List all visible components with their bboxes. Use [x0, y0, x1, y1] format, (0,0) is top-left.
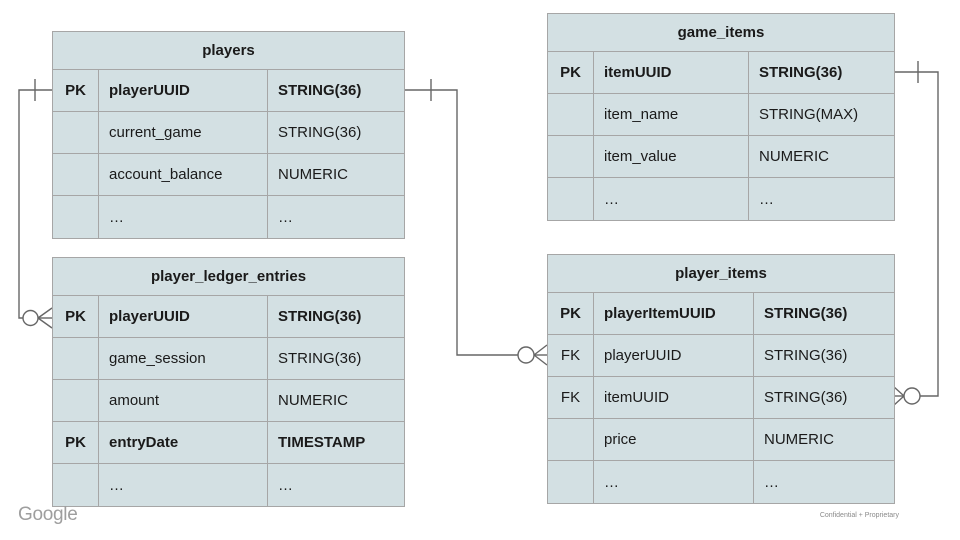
- relationship-connector-players-to-player_items: [403, 79, 548, 366]
- field-cell: account_balance: [99, 154, 268, 195]
- field-cell: playerUUID: [99, 296, 268, 337]
- key-cell: [53, 112, 99, 153]
- key-cell: [548, 419, 594, 460]
- key-cell: FK: [548, 335, 594, 376]
- type-cell: STRING(36): [278, 82, 362, 99]
- table-title: player_ledger_entries: [53, 258, 404, 296]
- type-cell: STRING(36): [764, 347, 848, 364]
- key-cell: PK: [548, 52, 594, 93]
- type-cell: …: [764, 473, 779, 491]
- type-cell: STRING(36): [278, 308, 362, 325]
- key-cell: PK: [53, 296, 99, 337]
- table-title: players: [53, 32, 404, 70]
- table-row: ……: [53, 464, 404, 506]
- field-cell: …: [99, 196, 268, 238]
- field-cell: playerUUID: [594, 335, 754, 376]
- table-row: ……: [548, 178, 894, 220]
- relationship-connector-players-to-player_ledger_entries: [18, 79, 53, 329]
- field-cell: current_game: [99, 112, 268, 153]
- key-cell: [53, 380, 99, 421]
- key-cell: [53, 338, 99, 379]
- table-row: game_session STRING(36): [53, 338, 404, 380]
- field-cell: playerItemUUID: [594, 293, 754, 334]
- type-cell: STRING(MAX): [759, 106, 859, 123]
- type-cell: STRING(36): [764, 389, 848, 406]
- connector-line: [403, 89, 518, 356]
- type-cell: NUMERIC: [278, 166, 348, 183]
- field-cell: game_session: [99, 338, 268, 379]
- many-crow-foot-prong: [533, 344, 548, 356]
- field-cell: itemUUID: [594, 52, 749, 93]
- key-cell: [548, 136, 594, 177]
- type-cell: …: [278, 208, 293, 226]
- table-row: price NUMERIC: [548, 419, 894, 461]
- field-cell: amount: [99, 380, 268, 421]
- table-row: item_name STRING(MAX): [548, 94, 894, 136]
- zero-cardinality-circle: [517, 346, 535, 364]
- many-crow-foot-prong: [37, 317, 53, 329]
- connector-line: [893, 71, 939, 397]
- table-row: item_value NUMERIC: [548, 136, 894, 178]
- type-cell: STRING(36): [278, 124, 362, 141]
- type-cell: NUMERIC: [278, 392, 348, 409]
- table-row: ……: [548, 461, 894, 503]
- type-cell: …: [759, 190, 774, 208]
- table-row: amount NUMERIC: [53, 380, 404, 422]
- field-cell: itemUUID: [594, 377, 754, 418]
- type-cell: STRING(36): [759, 64, 843, 81]
- zero-cardinality-circle: [22, 309, 39, 327]
- field-cell: …: [594, 178, 749, 220]
- field-cell: item_name: [594, 94, 749, 135]
- type-cell: NUMERIC: [764, 431, 834, 448]
- key-cell: [53, 196, 99, 238]
- key-cell: [548, 94, 594, 135]
- table-title: game_items: [548, 14, 894, 52]
- field-cell: …: [99, 464, 268, 506]
- key-cell: PK: [53, 70, 99, 111]
- key-cell: PK: [53, 422, 99, 463]
- field-cell: price: [594, 419, 754, 460]
- table-row: current_game STRING(36): [53, 112, 404, 154]
- key-cell: FK: [548, 377, 594, 418]
- many-crow-foot-prong: [533, 354, 548, 366]
- type-cell: TIMESTAMP: [278, 434, 366, 451]
- field-cell: …: [594, 461, 754, 503]
- many-crow-foot-prong: [37, 307, 53, 319]
- zero-cardinality-circle: [903, 387, 921, 405]
- table-title: player_items: [548, 255, 894, 293]
- key-cell: [53, 464, 99, 506]
- field-cell: item_value: [594, 136, 749, 177]
- google-logo: Google: [18, 504, 78, 525]
- type-cell: NUMERIC: [759, 148, 829, 165]
- type-cell: STRING(36): [764, 305, 848, 322]
- field-cell: entryDate: [99, 422, 268, 463]
- key-cell: [53, 154, 99, 195]
- table-row: account_balance NUMERIC: [53, 154, 404, 196]
- type-cell: …: [278, 476, 293, 494]
- relationship-connector-game_items-to-player_items: [892, 61, 939, 407]
- key-cell: PK: [548, 293, 594, 334]
- key-cell: [548, 178, 594, 220]
- key-cell: [548, 461, 594, 503]
- connector-line: [18, 89, 52, 319]
- type-cell: STRING(36): [278, 350, 362, 367]
- field-cell: playerUUID: [99, 70, 268, 111]
- table-row: ……: [53, 196, 404, 238]
- confidential-note: Confidential + Proprietary: [819, 512, 899, 519]
